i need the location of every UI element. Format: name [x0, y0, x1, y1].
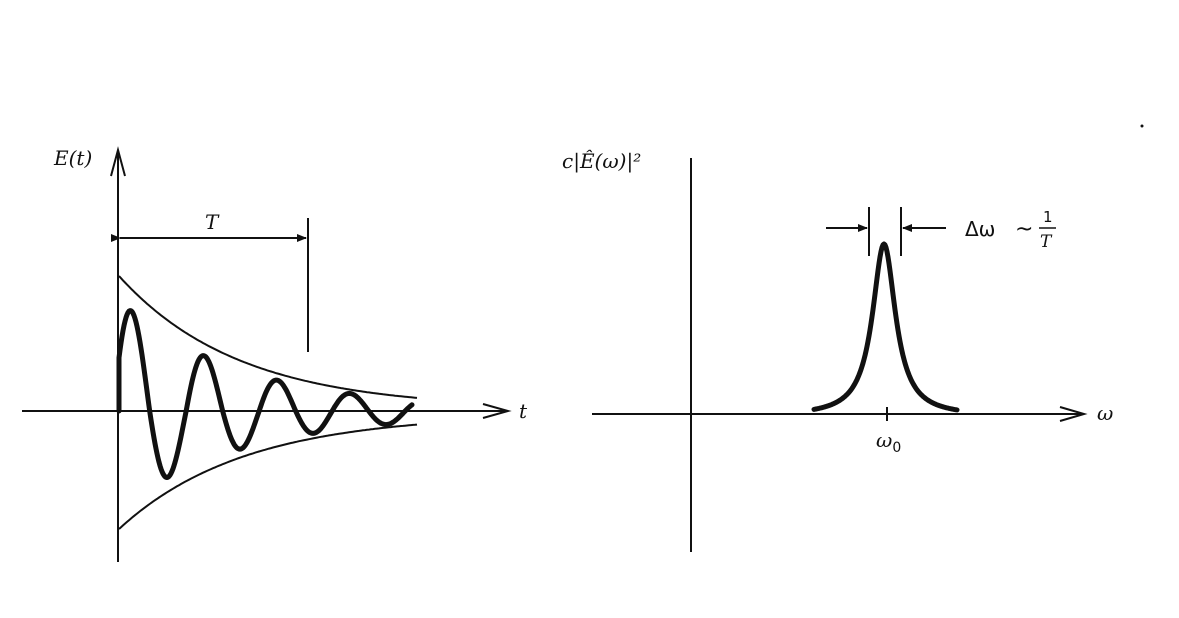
scan-speck	[1140, 124, 1144, 128]
frequency-axis-arrowhead	[1059, 406, 1088, 422]
peak-tick-subscript: 0	[892, 440, 901, 456]
width-fraction-numerator: 1	[1043, 208, 1053, 226]
field-axis-arrowhead	[110, 146, 126, 177]
width-relation: ~	[1015, 217, 1033, 242]
time-axis-arrowhead	[482, 403, 512, 419]
intensity-axis-label: c|Ê(ω)|²	[562, 149, 641, 174]
peak-tick-label: ω0	[876, 428, 901, 456]
interval-label: T	[205, 210, 220, 234]
spectral-line-curve	[811, 241, 960, 413]
frequency-axis-label: ω	[1097, 401, 1113, 425]
spectrum-panel: c|Ê(ω)|² ω ω0 Δω ~ 1 T	[562, 149, 1113, 552]
lower-envelope	[118, 423, 418, 530]
damped-oscillation-panel: E(t) t T	[22, 146, 528, 562]
oscillation-curve	[116, 308, 415, 480]
upper-envelope	[118, 275, 418, 399]
width-label: Δω	[965, 217, 995, 241]
time-axis-label: t	[519, 399, 528, 423]
field-axis-label: E(t)	[53, 146, 92, 170]
width-fraction-denominator: T	[1040, 232, 1053, 252]
